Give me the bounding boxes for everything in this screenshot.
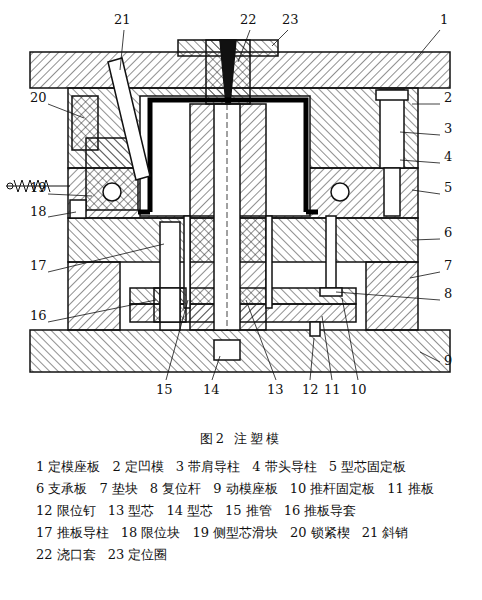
part-name: 23 定位圈	[108, 544, 168, 566]
callout-number: 8	[444, 286, 452, 302]
callout-number: 11	[324, 382, 341, 398]
part-name: 16 推板导套	[284, 500, 357, 522]
figure-caption: 图2 注塑模	[200, 431, 282, 446]
part-name: 21 斜销	[362, 522, 409, 544]
push-tube	[266, 216, 272, 308]
bottom-clamp-plate	[30, 330, 450, 372]
callout-number: 2	[444, 90, 452, 106]
part-name: 12 限位钉	[36, 500, 96, 522]
part-name: 1 定模座板	[36, 456, 100, 478]
mold-parts	[6, 40, 450, 372]
callout-number: 6	[444, 225, 452, 241]
part-name: 15 推管	[225, 500, 272, 522]
cooling-hole	[331, 183, 349, 201]
part-name: 11 推板	[387, 478, 434, 500]
callout-number: 12	[302, 382, 319, 398]
part-name: 17 推板导柱	[36, 522, 109, 544]
part-name: 8 复位杆	[150, 478, 201, 500]
callout-number: 15	[156, 382, 173, 398]
angle-pin	[108, 58, 150, 180]
part-name: 9 动模座板	[213, 478, 277, 500]
callout-number: 16	[30, 308, 47, 324]
shoulder-guide-pillar	[380, 90, 404, 168]
part-name: 6 支承板	[36, 478, 87, 500]
ejector-guide-bush	[154, 288, 186, 322]
part-name: 13 型芯	[108, 500, 155, 522]
part-name: 10 推杆固定板	[290, 478, 376, 500]
part-name: 4 带头导柱	[252, 456, 316, 478]
callout-number: 14	[203, 382, 220, 398]
callout-number: 13	[267, 382, 284, 398]
callout-number: 19	[30, 180, 47, 196]
callout-number: 1	[440, 12, 448, 28]
callout-number: 21	[114, 12, 131, 28]
callout-number: 3	[444, 121, 452, 137]
part-name: 14 型芯	[166, 500, 213, 522]
core-screw	[214, 340, 240, 360]
callout-number: 9	[444, 353, 452, 369]
limit-block	[70, 200, 86, 218]
sprue	[220, 40, 236, 104]
callout-number: 23	[282, 12, 299, 28]
callout-number: 7	[444, 258, 452, 274]
callout-number: 10	[350, 382, 367, 398]
molded-part	[150, 100, 306, 212]
cooling-hole	[103, 183, 121, 201]
part-name: 19 侧型芯滑块	[192, 522, 278, 544]
locking-wedge	[72, 96, 98, 150]
callout-number: 4	[444, 149, 452, 165]
parts-list: 1 定模座板 2 定凹模 3 带肩导柱 4 带头导柱 5 型芯固定板 6 支承板 7 垫块 8…	[36, 456, 452, 566]
part-name: 7 垫块	[99, 478, 137, 500]
part-name: 2 定凹模	[112, 456, 163, 478]
callout-number: 5	[444, 180, 452, 196]
spacer-block	[68, 262, 120, 330]
part-name: 20 锁紧楔	[290, 522, 350, 544]
return-pin	[326, 216, 336, 288]
sprue-bush	[206, 40, 250, 104]
headed-guide-pillar	[384, 168, 400, 216]
leader-lines	[48, 30, 440, 380]
stop-pin	[310, 322, 320, 336]
part-name: 22 浇口套	[36, 544, 96, 566]
callout-number: 20	[30, 90, 47, 106]
part-name: 3 带肩导柱	[176, 456, 240, 478]
part-name: 18 限位块	[121, 522, 181, 544]
callout-number: 17	[30, 258, 47, 274]
ejector-guide-pillar	[160, 222, 180, 330]
caption-row: 图2 注塑模	[0, 428, 482, 448]
inner-core	[214, 104, 240, 330]
callout-number: 18	[30, 204, 47, 220]
callout-number: 22	[240, 12, 257, 28]
core	[190, 104, 266, 330]
part-name: 5 型芯固定板	[329, 456, 406, 478]
